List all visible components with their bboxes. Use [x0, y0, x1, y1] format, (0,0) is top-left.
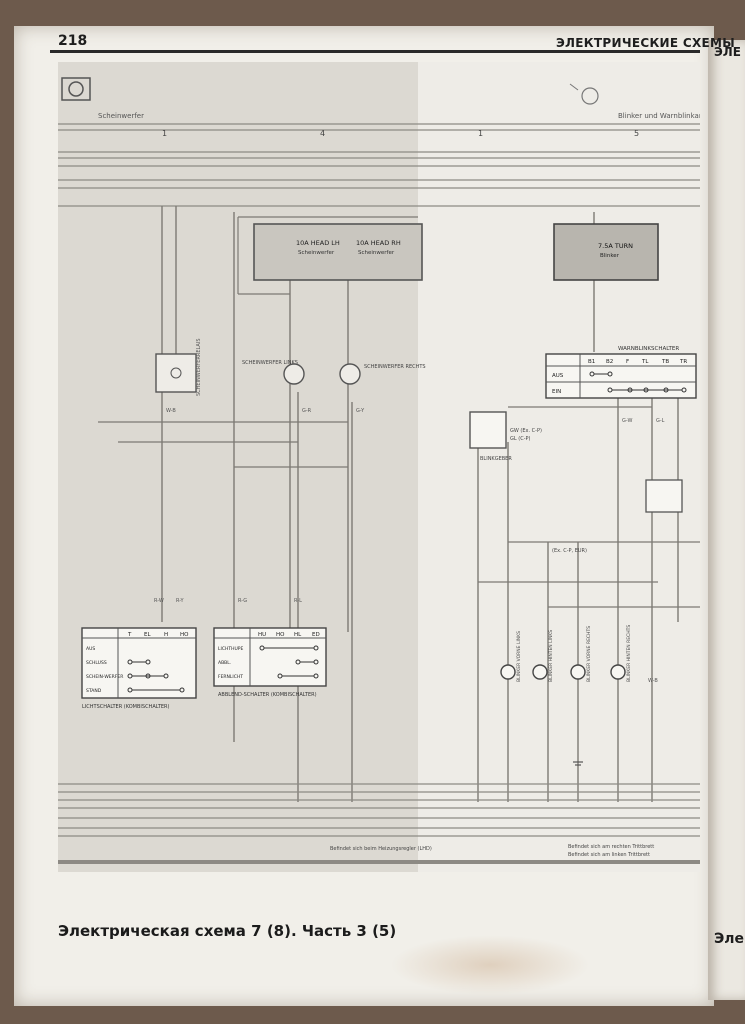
light-row-park: STAND — [86, 688, 102, 694]
turn-lamp-front-right-label: BLINKER VORNE RECHTS — [586, 626, 592, 682]
wiring-diagram: Scheinwerfer Blinker und Warnblinkanlage… — [58, 62, 700, 872]
turn-lamp-rear-right: BLINKER HINTEN RECHTS — [610, 625, 632, 682]
wire-codes: W-B G-R G-Y R-W R-Y R-G R-L G-W G-L W-B — [154, 408, 665, 684]
headlamp-right-label: SCHEINWERFER RECHTS — [364, 364, 426, 370]
fuse-head-rh-sub: Scheinwerfer — [358, 250, 395, 256]
headlamp-left-label: SCHEINWERFER LINKS — [242, 360, 298, 366]
light-col-t: T — [127, 632, 132, 638]
diagram-bottom-rule — [58, 860, 700, 864]
hazard-switch: WARNBLINKSCHALTER B1 B2 F TL TB TR AUS E… — [545, 346, 697, 399]
light-col-el: EL — [144, 632, 151, 638]
wire-code-10: W-B — [648, 678, 658, 684]
section-label-headlights: Scheinwerfer — [98, 112, 144, 120]
figure-caption: Электрическая схема 7 (8). Часть 3 (5) — [58, 922, 397, 940]
hazard-row-off: AUS — [552, 373, 564, 379]
fuse-turn-sub: Blinker — [600, 253, 620, 259]
wire-code-4: R-W — [154, 598, 164, 604]
page-header: ЭЛЕКТРИЧЕСКИЕ СХЕМЫ — [555, 36, 735, 50]
wire-code-1: W-B — [166, 408, 176, 414]
diagram-right-panel — [418, 62, 700, 872]
fuse-head-rh-label: 10A HEAD RH — [356, 239, 401, 247]
footnote-2: Befindet sich am linken Trittbrett — [568, 852, 650, 858]
light-col-h: H — [164, 632, 168, 638]
wire-code-2: G-R — [302, 408, 312, 414]
dimmer-col-ho: HO — [276, 632, 285, 638]
section-label-turn: Blinker und Warnblinkanlage — [618, 112, 700, 120]
headlight-relay: SCHEINWERFERRELAIS — [155, 339, 202, 397]
column-label-3: 1 — [478, 129, 483, 138]
wire-code-5: R-Y — [176, 598, 184, 604]
fuse-turn-label: 7.5A TURN — [598, 242, 633, 250]
fuse-head-lh-label: 10A HEAD LH — [296, 239, 340, 247]
flasher-unit-label: BLINKGEBER — [480, 456, 512, 462]
fuse-box-turn: 7.5A TURN Blinker — [553, 223, 659, 281]
footnotes: Befindet sich am rechten Trittbrett Befi… — [330, 844, 654, 858]
turn-lamp-rear-left: BLINKER HINTEN LINKS — [532, 630, 554, 682]
turn-lamp-front-left-label: BLINKER VORNE LINKS — [516, 631, 522, 682]
ground-symbol — [573, 761, 583, 766]
next-page-edge: ЭЛЕ Эле — [708, 40, 745, 1000]
hazard-row-on: EIN — [552, 389, 561, 395]
hazard-col-tl: TL — [641, 359, 649, 365]
wire-code-3: G-Y — [356, 408, 365, 414]
region-note: (Ex. C-P, EUR) — [552, 548, 587, 554]
top-bus-lines — [58, 123, 700, 207]
turn-lamp-rear-right-label: BLINKER HINTEN RECHTS — [626, 625, 632, 682]
dimmer-row-high: FERNLICHT — [218, 674, 243, 680]
header-rule — [50, 50, 700, 53]
next-page-header: ЭЛЕ — [714, 45, 741, 59]
column-label-1: 1 — [162, 129, 167, 138]
flasher-wire-label-1: GW (Ex. C-P) — [510, 428, 542, 434]
flasher-wire-label-2: GL (C-P) — [510, 436, 531, 442]
hazard-col-f: F — [626, 359, 629, 365]
hazard-col-tr: TR — [679, 359, 687, 365]
fuse-box-head: 10A HEAD LH Scheinwerfer 10A HEAD RH Sch… — [253, 223, 423, 281]
headlight-relay-label: SCHEINWERFERRELAIS — [196, 339, 202, 397]
light-row-off: AUS — [86, 646, 95, 652]
light-col-ho: HO — [180, 632, 189, 638]
turn-switch-box — [645, 479, 683, 513]
hazard-col-b2: B2 — [606, 359, 613, 365]
bottom-bus-lines — [58, 783, 700, 837]
hazard-col-tb: TB — [661, 359, 669, 365]
wire-code-7: R-L — [294, 598, 302, 604]
footnote-1: Befindet sich am rechten Trittbrett — [568, 844, 654, 850]
light-switch-label: LICHTSCHALTER (KOMBISCHALTER) — [82, 704, 170, 710]
wire-code-8: G-W — [622, 418, 632, 424]
headlamp-right: SCHEINWERFER RECHTS — [339, 363, 426, 385]
column-label-2: 4 — [320, 129, 325, 138]
dimmer-col-hu: HU — [258, 632, 266, 638]
next-page-caption: Эле — [714, 931, 745, 947]
turn-signal-icon — [569, 83, 599, 105]
horizontal-wires — [98, 216, 700, 608]
dimmer-col-hl: HL — [294, 632, 302, 638]
dimmer-col-ed: ED — [312, 632, 320, 638]
wire-code-6: R-G — [238, 598, 247, 604]
flasher-unit: BLINKGEBER GW (Ex. C-P) GL (C-P) — [469, 411, 542, 462]
headlight-icon — [61, 77, 91, 101]
paper-stain — [390, 935, 590, 995]
dimmer-row-low: ABBL. — [218, 660, 231, 666]
hazard-switch-label: WARNBLINKSCHALTER — [618, 346, 679, 352]
dimmer-row-flash: LICHTHUPE — [218, 646, 244, 652]
dimmer-switch-label: ABBLEND-SCHALTER (KOMBISCHALTER) — [218, 692, 317, 698]
column-label-4: 5 — [634, 129, 639, 138]
vertical-wires — [161, 206, 679, 802]
turn-lamp-front-left: BLINKER VORNE LINKS — [500, 631, 522, 682]
wire-code-9: G-L — [656, 418, 665, 424]
headlamp-left: SCHEINWERFER LINKS — [242, 360, 305, 385]
light-row-tail: SCHLUSS — [86, 660, 107, 666]
dimmer-switch: HU HO HL ED LICHTHUPE ABBL. FERNLICHT AB… — [213, 627, 327, 698]
turn-lamp-front-right: BLINKER VORNE RECHTS — [570, 626, 592, 682]
footnote-3: Befindet sich beim Heizungsregler (LHD) — [330, 846, 432, 852]
page-number: 218 — [58, 33, 88, 49]
hazard-col-b1: B1 — [588, 359, 595, 365]
wiring-diagram-svg: Scheinwerfer Blinker und Warnblinkanlage… — [58, 62, 700, 872]
light-row-head: SCHEIN-WERFER — [86, 674, 123, 680]
fuse-head-lh-sub: Scheinwerfer — [298, 250, 335, 256]
light-switch: T EL H HO AUS SCHLUSS SCHEIN-WERFER STAN… — [81, 627, 197, 710]
turn-lamp-rear-left-label: BLINKER HINTEN LINKS — [548, 630, 554, 682]
